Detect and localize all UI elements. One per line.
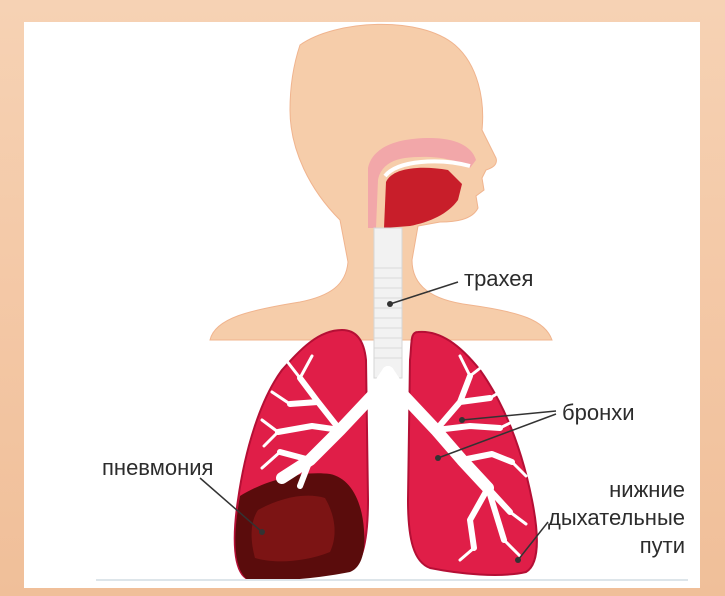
label-bronchi: бронхи xyxy=(562,400,635,426)
label-lower-airways: нижние дыхательные пути xyxy=(548,476,685,560)
label-lower-airways-line: пути xyxy=(548,532,685,560)
label-trachea: трахея xyxy=(464,266,533,292)
label-lower-airways-line: дыхательные xyxy=(548,504,685,532)
label-lower-airways-line: нижние xyxy=(548,476,685,504)
label-pneumonia: пневмония xyxy=(102,455,213,481)
